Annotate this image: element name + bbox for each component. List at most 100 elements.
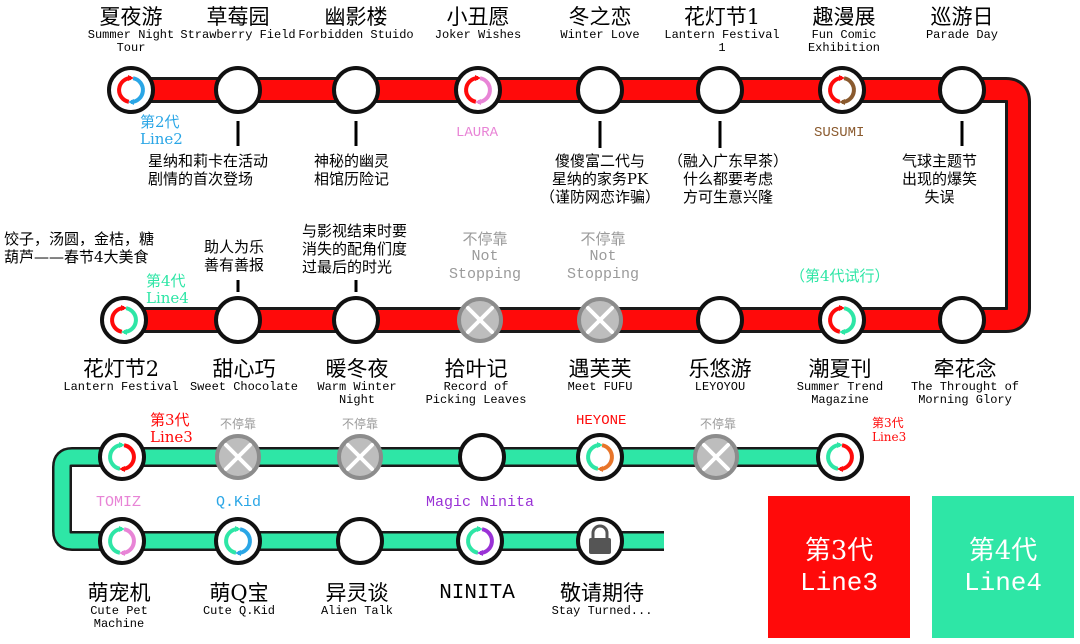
marker-cute-q-kid[interactable] — [214, 517, 262, 565]
station-name-en: Summer Night Tour — [87, 28, 175, 55]
legend-line4-zh: 第4代 — [968, 536, 1038, 566]
station-sweet-chocolate[interactable]: 甜心巧 Sweet Chocolate — [184, 358, 304, 394]
marker-alien-talk[interactable] — [336, 517, 384, 565]
marker-lantern-festival-1[interactable] — [696, 66, 744, 114]
marker-morning-glory[interactable] — [938, 296, 986, 344]
station-circle — [214, 517, 262, 565]
station-circle — [98, 433, 146, 481]
station-leyoyou[interactable]: 乐悠游 LEYOYOU — [660, 358, 780, 394]
station-morning-glory[interactable]: 牵花念 The Throught of Morning Glory — [900, 358, 1030, 407]
legend-line3-zh: 第3代 — [804, 536, 874, 566]
station-cute-q-kid[interactable]: 萌Q宝 Cute Q.Kid — [184, 582, 294, 618]
qkid-label: Q.Kid — [216, 494, 262, 511]
station-fun-comic-exhibition[interactable]: 趣漫展 Fun Comic Exhibition — [784, 6, 904, 55]
station-circle — [818, 66, 866, 114]
cycle-arrow-icon — [121, 306, 138, 335]
station-name-en: Sweet Chocolate — [189, 380, 299, 394]
station-alien-talk[interactable]: 异灵谈 Alien Talk — [302, 582, 412, 618]
marker-forbidden-studio[interactable] — [332, 66, 380, 114]
cycle-arrow-icon — [464, 75, 481, 104]
station-warm-winter-night[interactable]: 暖冬夜 Warm Winter Night — [302, 358, 412, 407]
station-name-zh: 牵花念 — [933, 357, 997, 381]
station-circle — [938, 66, 986, 114]
marker-meet-fufu[interactable] — [577, 297, 623, 343]
marker-picking-leaves[interactable] — [457, 297, 503, 343]
marker-summer-trend-magazine[interactable] — [818, 296, 866, 344]
tomiz-label: TOMIZ — [96, 494, 142, 511]
marker-row3-skip-a[interactable] — [215, 434, 261, 480]
station-forbidden-studio[interactable]: 幽影楼 Forbidden Stuido — [296, 6, 416, 42]
station-circle — [454, 66, 502, 114]
station-winter-love[interactable]: 冬之恋 Winter Love — [540, 6, 660, 42]
station-circle — [576, 66, 624, 114]
line2-generation-label: 第2代 Line2 — [140, 113, 183, 148]
station-ninita[interactable]: NINITA — [422, 582, 532, 605]
cycle-arrow-icon — [826, 442, 843, 471]
marker-row3-plain[interactable] — [458, 433, 506, 481]
station-lantern-festival-2[interactable]: 花灯节2 Lantern Festival — [56, 358, 186, 394]
station-circle — [214, 66, 262, 114]
cycle-arrow-icon — [597, 443, 614, 472]
station-strawberry-field[interactable]: 草莓园 Strawberry Field — [172, 6, 304, 42]
x-mark — [346, 443, 374, 471]
marker-heyone[interactable] — [576, 433, 624, 481]
marker-ninita[interactable] — [456, 517, 504, 565]
marker-winter-love[interactable] — [576, 66, 624, 114]
cycle-arrow-icon — [837, 443, 854, 472]
marker-stay-tuned[interactable] — [576, 517, 624, 565]
cycle-arrow-icon — [828, 305, 845, 334]
station-name-en: Summer Trend Magazine — [796, 380, 884, 407]
marker-lantern-festival-2[interactable] — [100, 296, 148, 344]
station-meet-fufu[interactable]: 遇芙芙 Meet FUFU — [540, 358, 660, 394]
station-name-en: Warm Winter Night — [317, 380, 397, 407]
station-name-zh: 冬之恋 — [568, 5, 632, 29]
cycle-arrow-icon — [839, 76, 856, 105]
station-cute-pet-machine[interactable]: 萌宠机 Cute Pet Machine — [64, 582, 174, 631]
marker-warm-winter-night[interactable] — [332, 296, 380, 344]
station-name-zh: 小丑愿 — [446, 5, 510, 29]
station-circle — [107, 66, 155, 114]
marker-row3-skip-c[interactable] — [693, 434, 739, 480]
station-lantern-festival-1[interactable]: 花灯节1 Lantern Festival 1 — [660, 6, 784, 55]
no-stop-label-row3-b: 不停靠 — [342, 417, 379, 431]
station-circle — [938, 296, 986, 344]
no-stop-label-picking-leaves: 不停靠 Not Stopping — [440, 230, 530, 284]
marker-row3-1[interactable] — [98, 433, 146, 481]
cycle-arrow-icon — [110, 305, 127, 334]
no-stop-label-row3-c: 不停靠 — [700, 417, 737, 431]
green-line-track-fill — [54, 449, 840, 549]
station-circle — [696, 66, 744, 114]
heyone-label: HEYONE — [576, 413, 627, 429]
no-stop-zh: 不停靠 — [462, 230, 508, 248]
station-name-zh: NINITA — [439, 582, 515, 605]
legend-line3: 第3代 Line3 — [768, 496, 910, 638]
marker-cute-pet-machine[interactable] — [98, 517, 146, 565]
station-picking-leaves[interactable]: 拾叶记 Record of Picking Leaves — [414, 358, 538, 407]
station-stay-tuned[interactable]: 敬请期待 Stay Turned... — [542, 582, 662, 618]
marker-parade-day[interactable] — [938, 66, 986, 114]
marker-row3-end[interactable] — [816, 433, 864, 481]
marker-leyoyou[interactable] — [696, 296, 744, 344]
x-mark — [466, 306, 494, 334]
station-name-en: Cute Pet Machine — [90, 604, 148, 631]
station-parade-day[interactable]: 巡游日 Parade Day — [902, 6, 1022, 42]
station-name-en: LEYOYOU — [694, 380, 746, 394]
marker-summer-night-tour[interactable] — [107, 66, 155, 114]
station-joker-wishes[interactable]: 小丑愿 Joker Wishes — [418, 6, 538, 42]
station-name-zh: 遇芙芙 — [568, 357, 632, 381]
marker-row3-skip-b[interactable] — [337, 434, 383, 480]
station-circle — [576, 433, 624, 481]
marker-fun-comic-exhibition[interactable] — [818, 66, 866, 114]
station-circle — [456, 517, 504, 565]
marker-strawberry-field[interactable] — [214, 66, 262, 114]
station-name-zh: 巡游日 — [930, 5, 994, 29]
station-circle — [816, 433, 864, 481]
x-mark — [224, 443, 252, 471]
note-lantern-festival-1: （融入广东早茶） 什么都要考虑 方可生意兴隆 — [668, 152, 789, 206]
marker-sweet-chocolate[interactable] — [214, 296, 262, 344]
station-summer-night-tour[interactable]: 夏夜游 Summer Night Tour — [71, 6, 191, 55]
marker-joker-wishes[interactable] — [454, 66, 502, 114]
station-name-en: Record of Picking Leaves — [425, 380, 527, 407]
station-summer-trend-magazine[interactable]: 潮夏刊 Summer Trend Magazine — [780, 358, 900, 407]
